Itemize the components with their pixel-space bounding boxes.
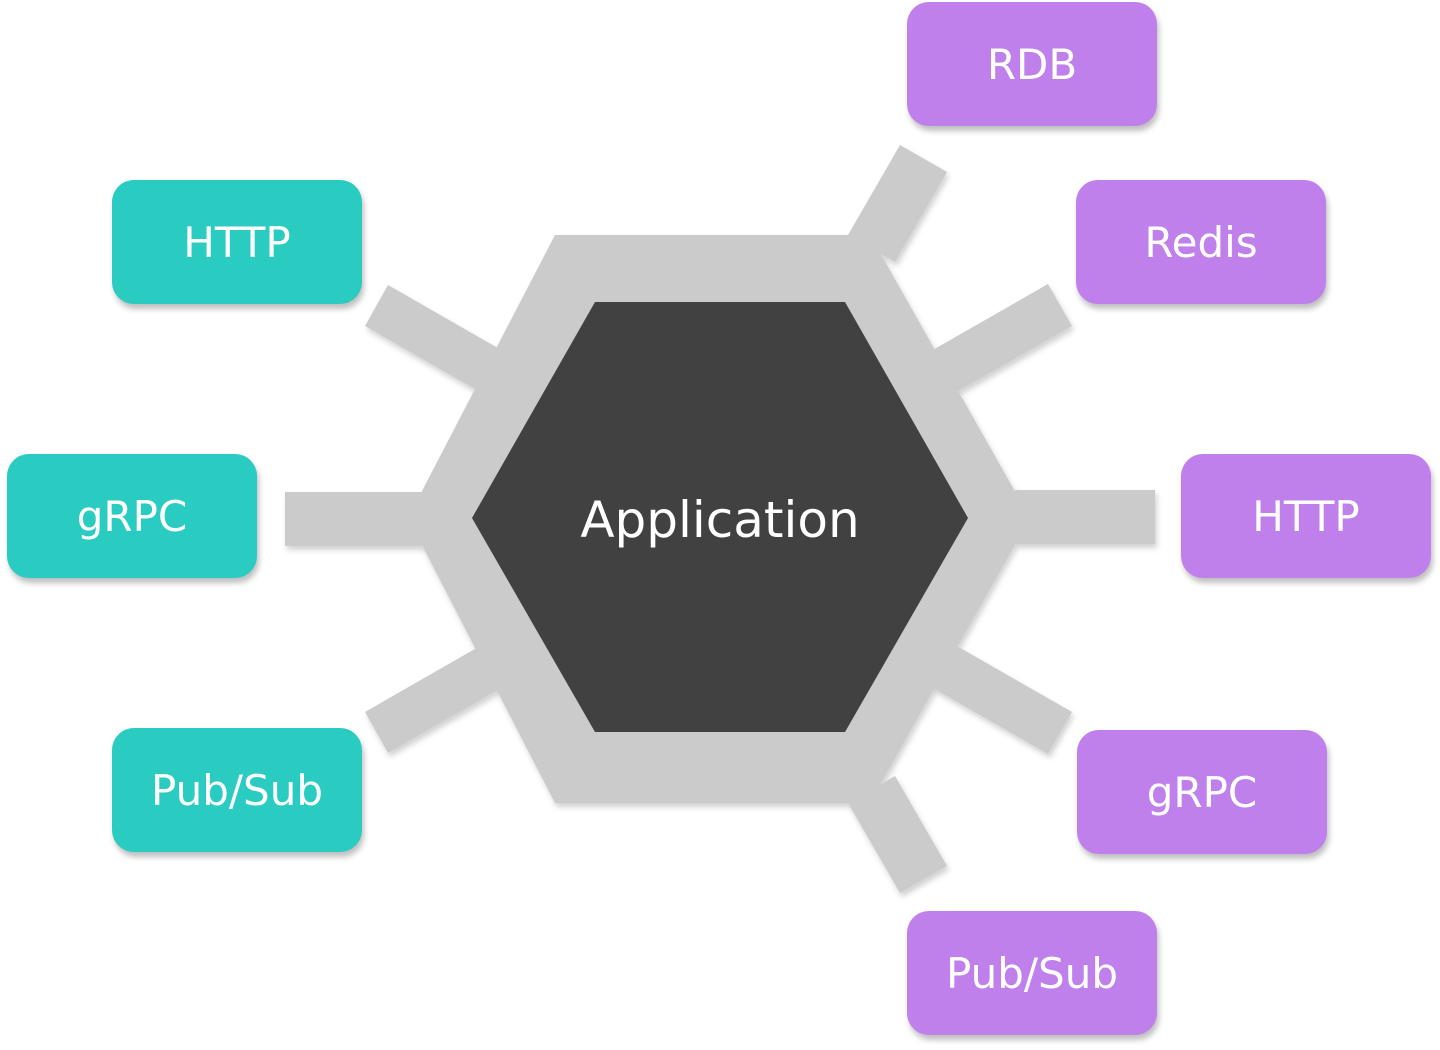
inbound-adapter-grpc[interactable]: gRPC [7,454,257,578]
connector-right-middle [1015,490,1155,544]
outbound-adapter-rdb[interactable]: RDB [907,2,1157,126]
connector-left-middle [285,492,425,546]
core-hexagon[interactable] [472,302,968,732]
connector-left-bottom [365,646,503,753]
connector-right-upper [931,284,1072,393]
connector-left-top [365,285,503,392]
inbound-adapter-pubsub[interactable]: Pub/Sub [112,728,362,852]
connector-right-lower [931,645,1072,754]
connector-right-bottom [848,776,947,893]
outbound-adapter-http[interactable]: HTTP [1181,454,1431,578]
application-label: Application [580,491,860,549]
connector-right-top [848,145,947,262]
inbound-adapter-http[interactable]: HTTP [112,180,362,304]
outbound-adapter-redis[interactable]: Redis [1076,180,1326,304]
outbound-adapter-grpc[interactable]: gRPC [1077,730,1327,854]
outbound-adapter-pubsub[interactable]: Pub/Sub [907,911,1157,1035]
